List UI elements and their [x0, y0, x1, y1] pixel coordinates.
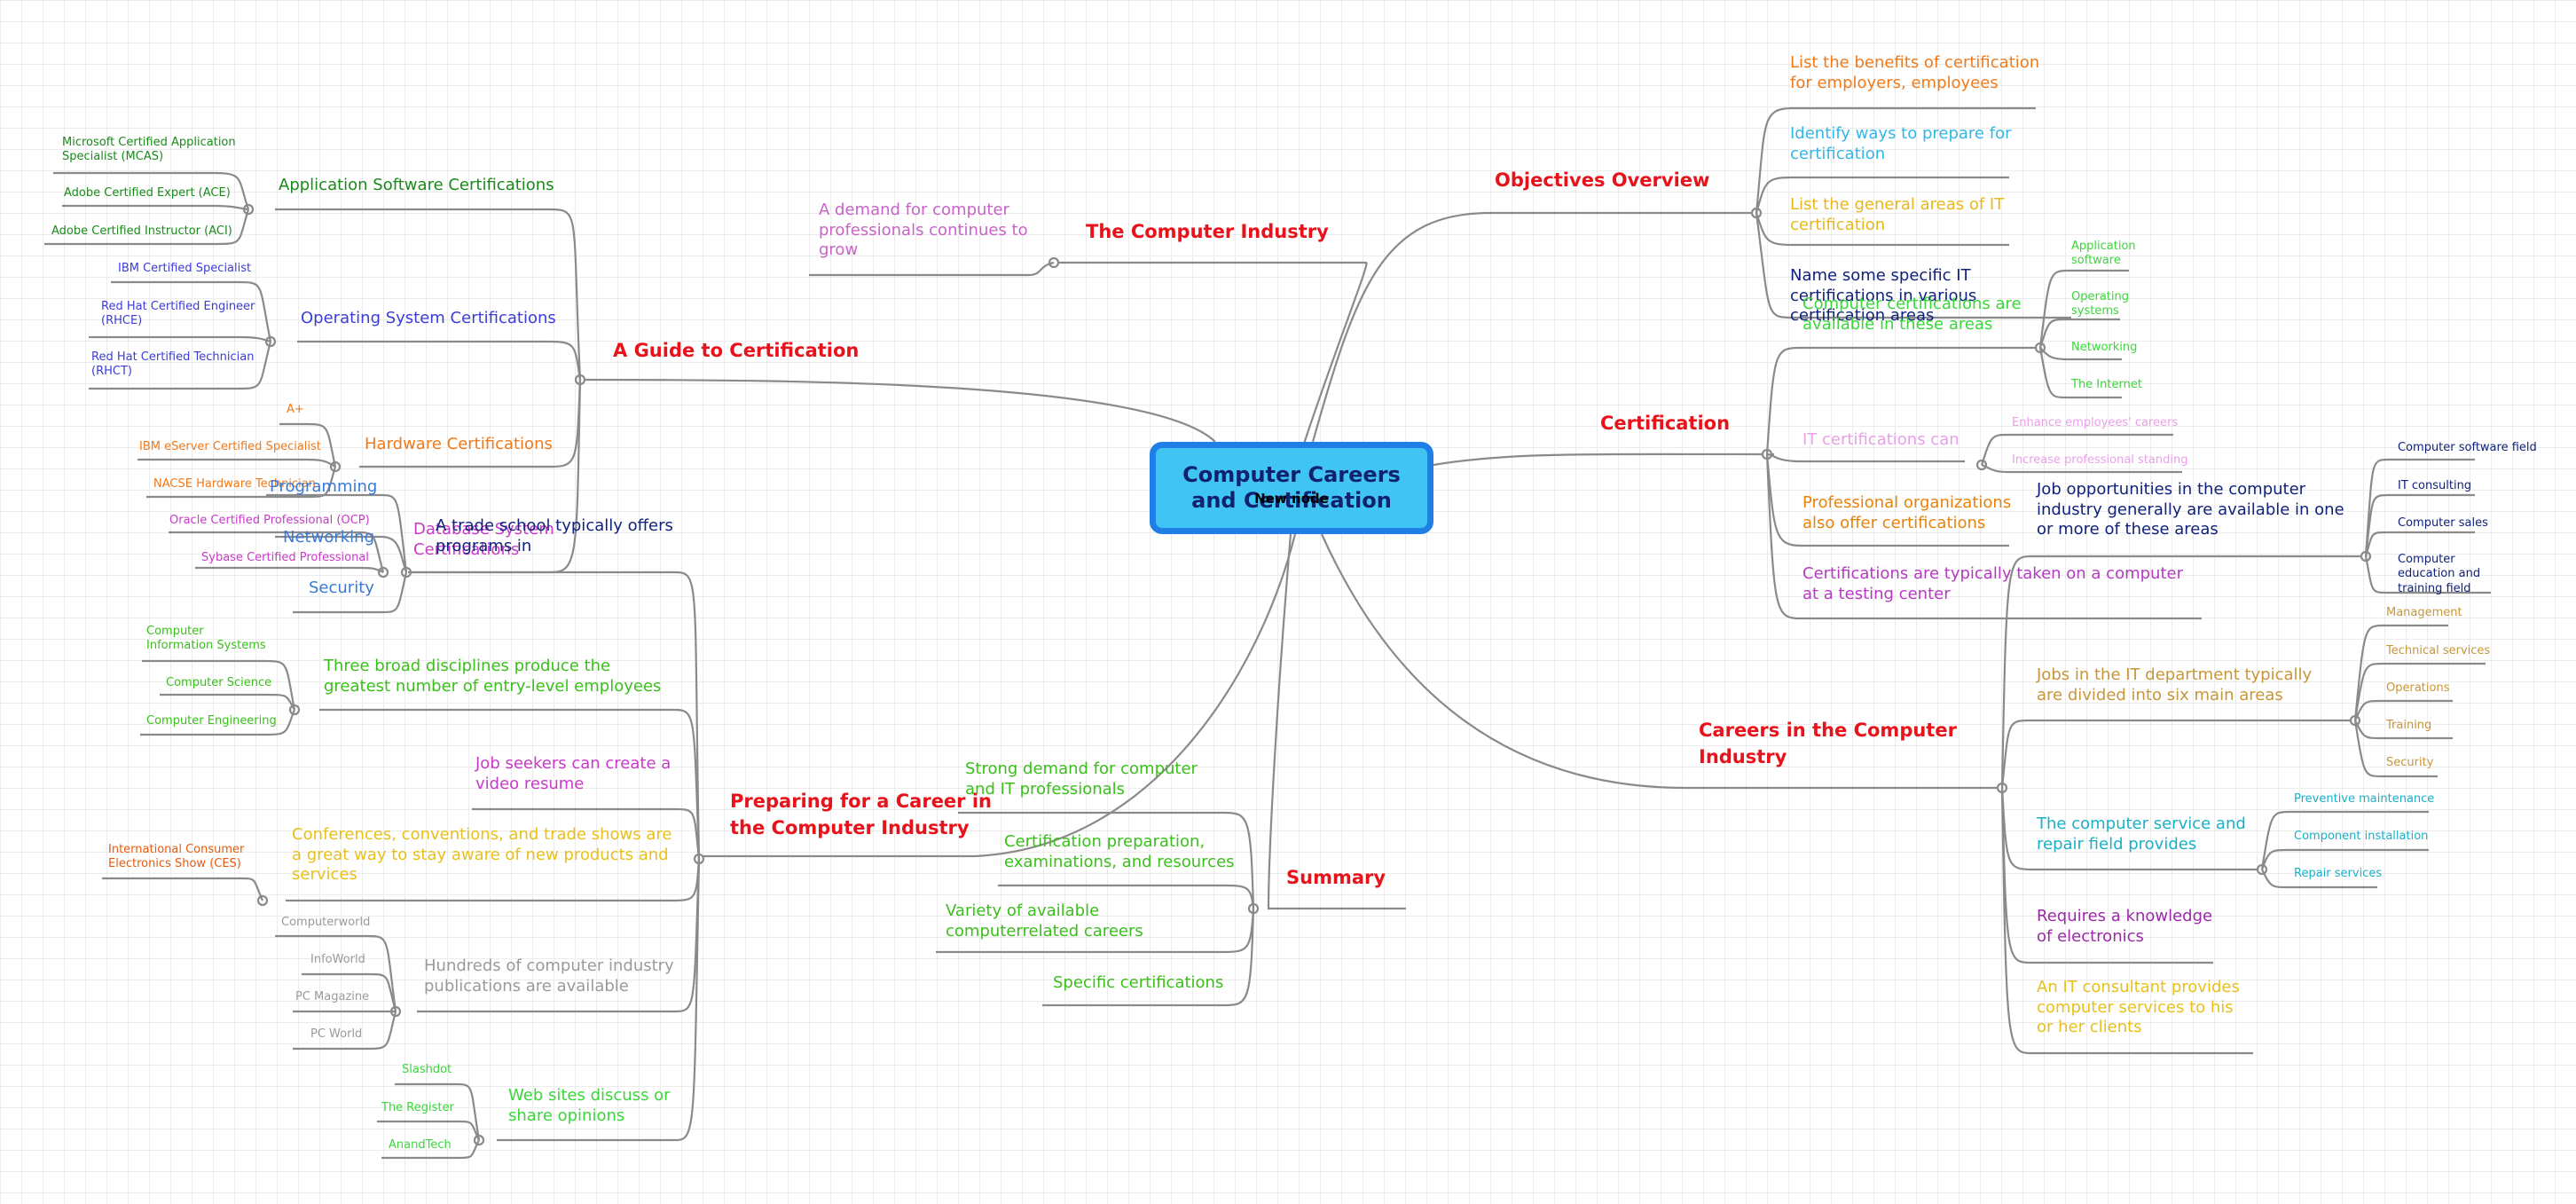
leaf-careers-it-consulting[interactable]: IT consulting [2398, 479, 2472, 492]
leaf-service-repair[interactable]: Repair services [2294, 867, 2383, 880]
node-careers-service-repair[interactable]: The computer service and repair field pr… [2037, 814, 2246, 854]
node-prep-conferences[interactable]: Conferences, conventions, and trade show… [292, 825, 672, 884]
leaf-cert-enhance-careers[interactable]: Enhance employees' careers [2012, 416, 2179, 429]
node-summary-specific-certs[interactable]: Specific certifications [1053, 973, 1224, 992]
leaf-dept-operations[interactable]: Operations [2386, 681, 2450, 695]
node-careers-electronics[interactable]: Requires a knowledge of electronics [2037, 907, 2213, 946]
leaf-db-ocp[interactable]: Oracle Certified Professional (OCP) [169, 514, 370, 527]
node-objective-specific[interactable]: Name some specific IT certifications in … [1790, 266, 1977, 325]
topic-objectives-overview[interactable]: Objectives Overview [1495, 169, 1710, 191]
leaf-prep-anandtech[interactable]: AnandTech [389, 1138, 452, 1152]
leaf-dept-security[interactable]: Security [2386, 756, 2434, 769]
leaf-prep-slashdot[interactable]: Slashdot [402, 1063, 452, 1076]
node-app-certifications[interactable]: Application Software Certifications [279, 176, 554, 194]
leaf-dept-training[interactable]: Training [2386, 719, 2432, 732]
leaf-prep-computer-engineering[interactable]: Computer Engineering [146, 714, 277, 728]
node-objective-areas[interactable]: List the general areas of IT certificati… [1790, 195, 2005, 234]
leaf-os-rhce[interactable]: Red Hat Certified Engineer (RHCE) [101, 300, 255, 328]
leaf-prep-computer-science[interactable]: Computer Science [166, 676, 272, 689]
node-prep-trade-school[interactable]: A trade school typically offers programs… [436, 516, 673, 555]
node-prep-publications[interactable]: Hundreds of computer industry publicatio… [424, 956, 674, 995]
topic-certification[interactable]: Certification [1600, 413, 1731, 434]
leaf-prep-pc-world[interactable]: PC World [310, 1027, 363, 1041]
leaf-os-rhct[interactable]: Red Hat Certified Technician (RHCT) [91, 350, 255, 379]
leaf-dept-technical-services[interactable]: Technical services [2386, 644, 2491, 657]
topic-careers[interactable]: Careers in the Computer Industry [1699, 720, 1957, 768]
node-prep-disciplines[interactable]: Three broad disciplines produce the grea… [324, 657, 662, 696]
topic-guide-to-certification[interactable]: A Guide to Certification [613, 340, 860, 361]
leaf-prep-ces[interactable]: International Consumer Electronics Show … [108, 843, 245, 871]
node-careers-it-department[interactable]: Jobs in the IT department typically are … [2037, 665, 2313, 704]
leaf-os-ibm[interactable]: IBM Certified Specialist [118, 262, 252, 275]
leaf-prep-infoworld[interactable]: InfoWorld [310, 953, 365, 966]
node-summary-certification-prep[interactable]: Certification preparation, examinations,… [1004, 832, 1235, 871]
node-cert-available-areas[interactable]: Computer certifications are available in… [1802, 295, 2022, 334]
leaf-dept-management[interactable]: Management [2386, 606, 2462, 619]
leaf-hw-ibm-eserver[interactable]: IBM eServer Certified Specialist [139, 440, 321, 453]
topic-computer-industry[interactable]: The Computer Industry [1086, 221, 1329, 242]
leaf-careers-education-field[interactable]: Computer education and training field [2398, 553, 2481, 595]
node-hardware-certifications[interactable]: Hardware Certifications [365, 435, 553, 453]
node-objective-prepare[interactable]: Identify ways to prepare for certificati… [1790, 124, 2012, 163]
node-security[interactable]: Security [309, 578, 374, 597]
leaf-hw-aplus[interactable]: A+ [287, 403, 304, 416]
central-topic-title: Computer Careers and Certification [1182, 462, 1401, 513]
node-objective-benefits[interactable]: List the benefits of certification for e… [1790, 53, 2040, 92]
leaf-db-sybase[interactable]: Sybase Certified Professional [201, 551, 369, 564]
topic-preparing-for-career[interactable]: Preparing for a Career in the Computer I… [730, 791, 992, 839]
leaf-cert-networking[interactable]: Networking [2071, 341, 2138, 354]
leaf-app-aci[interactable]: Adobe Certified Instructor (ACI) [51, 224, 232, 238]
node-networking[interactable]: Networking [283, 528, 374, 547]
node-prep-video-resume[interactable]: Job seekers can create a video resume [475, 754, 671, 793]
leaf-service-component[interactable]: Component installation [2294, 830, 2429, 843]
node-cert-prof-orgs[interactable]: Professional organizations also offer ce… [1802, 493, 2012, 532]
new-node-label: New node [1254, 491, 1329, 507]
leaf-prep-pc-magazine[interactable]: PC Magazine [295, 990, 370, 1003]
leaf-app-mcas[interactable]: Microsoft Certified Application Speciali… [62, 136, 236, 164]
leaf-careers-computer-sales[interactable]: Computer sales [2398, 516, 2488, 530]
leaf-careers-software-field[interactable]: Computer software field [2398, 441, 2537, 454]
node-cert-can[interactable]: IT certifications can [1802, 430, 1959, 449]
leaf-hw-nacse[interactable]: NACSE Hardware Technician [153, 477, 316, 491]
leaf-app-ace[interactable]: Adobe Certified Expert (ACE) [64, 186, 231, 200]
leaf-cert-professional-standing[interactable]: Increase professional standing [2012, 453, 2188, 467]
node-industry-demand[interactable]: A demand for computer professionals cont… [819, 201, 1028, 259]
node-programming[interactable]: Programming [270, 477, 378, 496]
node-cert-testing-center[interactable]: Certifications are typically taken on a … [1802, 564, 2183, 603]
topic-summary[interactable]: Summary [1286, 867, 1386, 888]
leaf-service-preventive[interactable]: Preventive maintenance [2294, 792, 2435, 806]
leaf-prep-the-register[interactable]: The Register [381, 1101, 454, 1114]
node-summary-strong-demand[interactable]: Strong demand for computer and IT profes… [965, 759, 1198, 799]
node-careers-consultant[interactable]: An IT consultant provides computer servi… [2037, 978, 2240, 1036]
leaf-cert-app-software[interactable]: Application software [2071, 240, 2136, 268]
leaf-cert-internet[interactable]: The Internet [2071, 378, 2142, 391]
node-summary-variety-careers[interactable]: Variety of available computerrelated car… [946, 901, 1143, 940]
central-topic[interactable]: Computer Careers and Certification New n… [1150, 442, 1433, 534]
node-database-certifications[interactable]: Database System Certifications [413, 520, 554, 559]
node-prep-web-sites[interactable]: Web sites discuss or share opinions [508, 1086, 671, 1125]
leaf-cert-operating-systems[interactable]: Operating systems [2071, 290, 2129, 319]
node-careers-job-opportunities[interactable]: Job opportunities in the computer indust… [2037, 480, 2344, 539]
node-os-certifications[interactable]: Operating System Certifications [301, 309, 556, 327]
leaf-prep-computerworld[interactable]: Computerworld [281, 916, 371, 929]
leaf-prep-cis[interactable]: Computer Information Systems [146, 625, 266, 653]
